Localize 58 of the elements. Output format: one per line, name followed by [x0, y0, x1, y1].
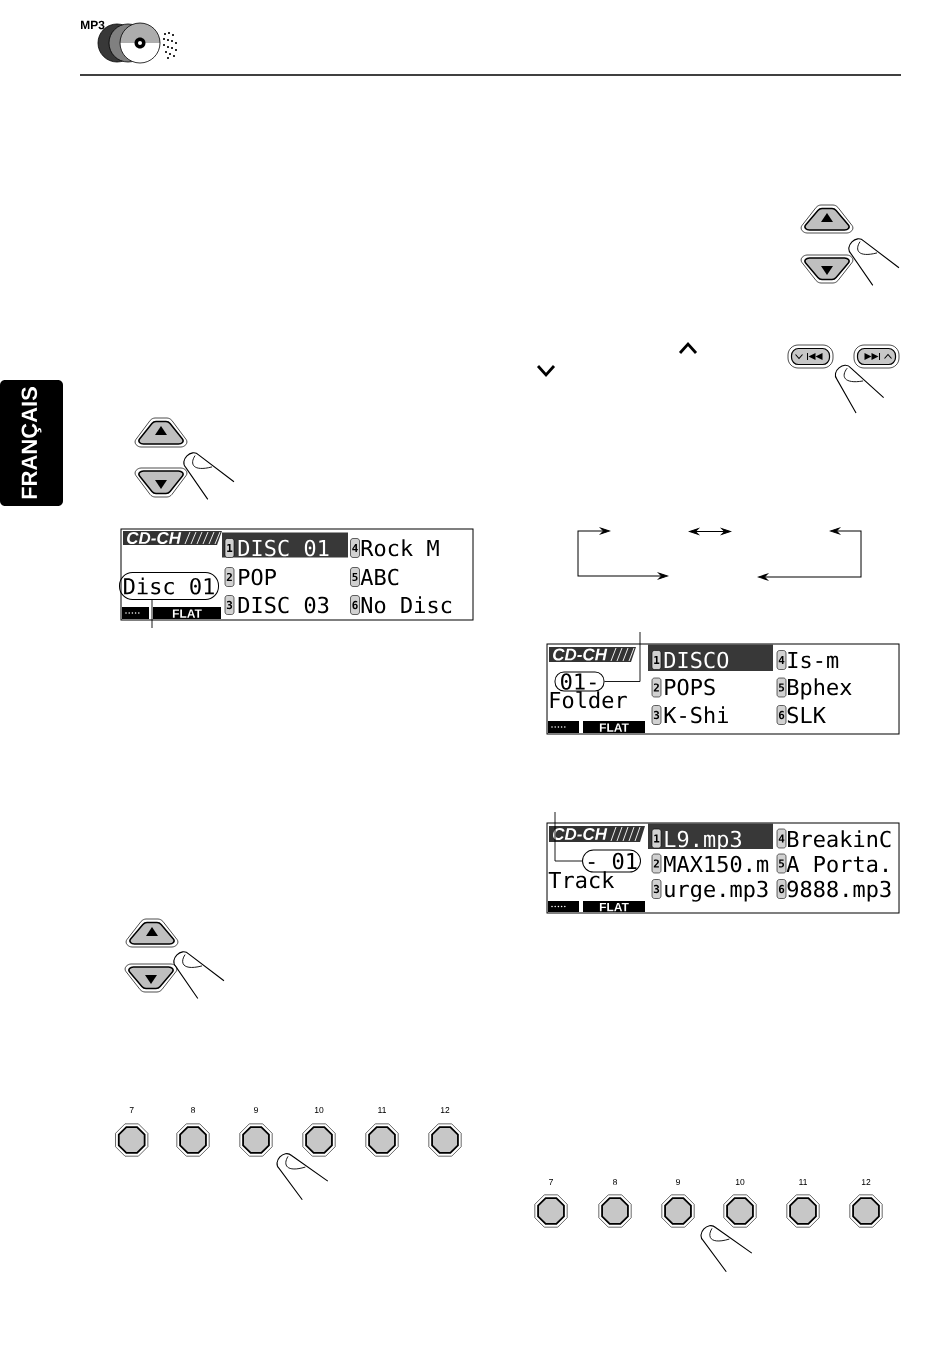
button-number: 10	[735, 1179, 745, 1185]
button-number: 7	[129, 1107, 134, 1113]
preset-number: 6	[776, 705, 787, 725]
language-tab: FRANÇAIS	[0, 380, 63, 506]
display-text: Track	[548, 871, 615, 889]
button-number: 8	[191, 1107, 195, 1113]
leader-line	[151, 599, 153, 629]
leader-line	[554, 811, 583, 862]
menu-entry: SLK	[787, 706, 826, 724]
menu-entry: MAX150.m	[664, 855, 769, 873]
menu-entry: 9888.mp3	[787, 880, 891, 902]
menu-entry: ABC	[360, 568, 399, 586]
menu-entry: Is-m	[788, 651, 839, 669]
preset-number: 3	[651, 705, 662, 725]
display-text: Folder	[550, 691, 627, 709]
preset-number: 1	[651, 828, 662, 849]
preset-number: 2	[224, 567, 235, 587]
menu-entry: No Disc	[361, 596, 452, 614]
menu-entry: DISC 03	[238, 596, 329, 614]
menu-entry: POPS	[665, 678, 715, 696]
mode-indicator: CD-CH	[549, 826, 645, 842]
preset-number: 5	[350, 567, 360, 587]
button-number: 9	[676, 1179, 680, 1185]
preset-number: 4	[776, 650, 787, 670]
button-number: 10	[314, 1107, 324, 1113]
preset-number: 4	[776, 828, 787, 849]
preset-number: 6	[350, 595, 360, 615]
eq-indicator: FLAT	[583, 901, 645, 912]
button-number: 8	[613, 1179, 617, 1185]
eq-indicator: FLAT	[583, 721, 645, 733]
mode-indicator: CD-CH	[549, 647, 636, 662]
format-label: MP3	[81, 20, 105, 30]
button-number: 11	[378, 1107, 386, 1113]
menu-entry: urge.mp3	[665, 880, 768, 902]
preset-number: 3	[651, 879, 662, 899]
preset-number: 1	[651, 650, 662, 670]
preset-number: 3	[224, 595, 235, 615]
eq-indicator: FLAT	[153, 607, 221, 619]
preset-number: 6	[776, 879, 787, 899]
preset-number: 1	[224, 538, 235, 558]
menu-entry: Rock M	[361, 539, 439, 557]
preset-number: 5	[776, 853, 787, 874]
button-number: 7	[549, 1179, 553, 1185]
button-number: 11	[799, 1179, 807, 1185]
mode-indicator: CD-CH	[123, 531, 222, 545]
preset-number: 4	[350, 538, 360, 558]
menu-entry: Bphex	[788, 678, 852, 700]
preset-number: 2	[651, 853, 662, 874]
menu-entry: A Porta.	[786, 855, 887, 873]
button-number: 12	[440, 1107, 450, 1113]
preset-number: 2	[651, 677, 662, 698]
leader-line	[604, 631, 641, 682]
button-number: 12	[861, 1179, 871, 1185]
menu-entry: BreakinC	[788, 830, 891, 848]
menu-entry: POP	[239, 568, 276, 586]
button-number: 9	[254, 1107, 258, 1113]
preset-number: 5	[776, 677, 787, 698]
menu-entry: K-Shi	[664, 706, 728, 724]
